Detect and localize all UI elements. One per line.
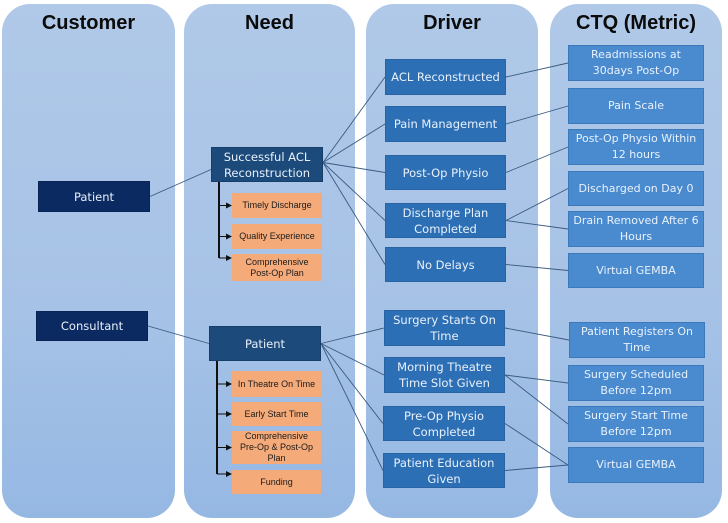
driver-post-op-physio[interactable]: Post-Op Physio [385,155,506,190]
driver-morning-theatre-time-slot-given[interactable]: Morning Theatre Time Slot Given [384,357,505,393]
metric-discharged-day-0[interactable]: Discharged on Day 0 [568,171,704,206]
driver-acl-reconstructed[interactable]: ACL Reconstructed [385,59,506,95]
metric-readmissions-30days[interactable]: Readmissions at 30days Post-Op [568,45,704,81]
metric-patient-registers-on-time[interactable]: Patient Registers On Time [569,322,705,358]
column-title-ctq: CTQ (Metric) [576,12,696,34]
need-successful-acl-reconstruction[interactable]: Successful ACL Reconstruction [211,147,323,182]
metric-virtual-gemba-2[interactable]: Virtual GEMBA [568,447,704,483]
column-title-need: Need [245,12,294,34]
driver-no-delays[interactable]: No Delays [385,247,506,282]
driver-pre-op-physio-completed[interactable]: Pre-Op Physio Completed [383,406,505,441]
driver-surgery-starts-on-time[interactable]: Surgery Starts On Time [384,310,505,346]
column-title-driver: Driver [423,12,481,34]
metric-pain-scale[interactable]: Pain Scale [568,88,704,124]
driver-pain-management[interactable]: Pain Management [385,106,506,142]
column-customer: Customer [2,4,175,518]
metric-surgery-start-time-before-12pm[interactable]: Surgery Start Time Before 12pm [568,406,704,442]
need-patient[interactable]: Patient [209,326,321,361]
sub-need-in-theatre-on-time[interactable]: In Theatre On Time [232,371,321,397]
sub-need-comprehensive-pre-op-post-op-plan[interactable]: Comprehensive Pre-Op & Post-Op Plan [232,431,321,464]
sub-need-quality-experience[interactable]: Quality Experience [232,224,322,249]
metric-drain-removed-6-hours[interactable]: Drain Removed After 6 Hours [568,211,704,247]
customer-patient[interactable]: Patient [38,181,150,212]
metric-post-op-physio-12-hours[interactable]: Post-Op Physio Within 12 hours [568,129,704,165]
driver-patient-education-given[interactable]: Patient Education Given [383,453,505,488]
metric-surgery-scheduled-before-12pm[interactable]: Surgery Scheduled Before 12pm [568,365,704,401]
metric-virtual-gemba-1[interactable]: Virtual GEMBA [568,253,704,288]
driver-discharge-plan-completed[interactable]: Discharge Plan Completed [385,203,506,238]
sub-need-funding[interactable]: Funding [232,470,321,494]
sub-need-timely-discharge[interactable]: Timely Discharge [232,193,322,218]
column-title-customer: Customer [41,12,136,34]
sub-need-early-start-time[interactable]: Early Start Time [232,402,321,426]
customer-consultant[interactable]: Consultant [36,311,148,341]
sub-need-comprehensive-post-op-plan[interactable]: Comprehensive Post-Op Plan [232,254,322,281]
